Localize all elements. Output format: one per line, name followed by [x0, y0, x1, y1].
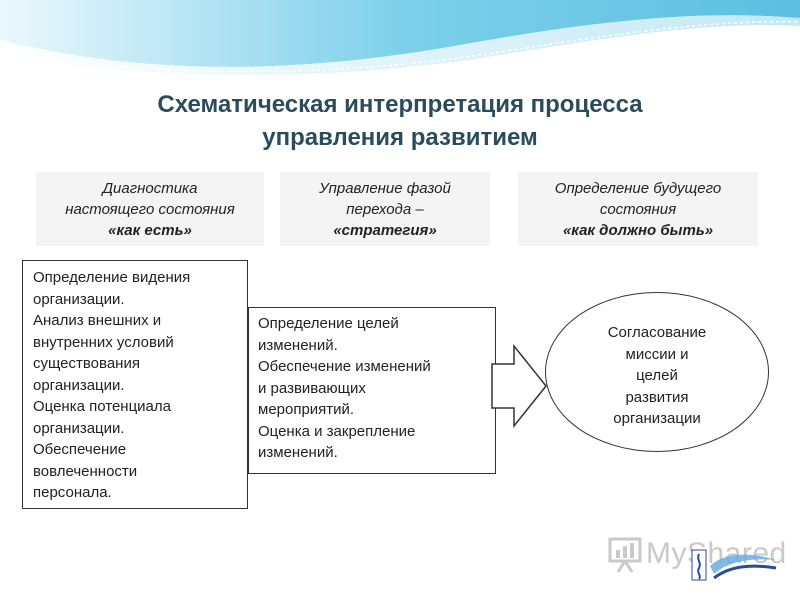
diagnostics-line: вовлеченности [33, 462, 138, 480]
header-2-line-1: Управление фазой [319, 180, 451, 197]
diagnostics-line: Анализ внешних и [33, 312, 162, 329]
diagnostics-line: персонала. [33, 484, 112, 501]
ellipse-line: организации [613, 410, 701, 427]
ellipse-line: развития [625, 388, 689, 406]
slide-title: Схематическая интерпретация процесса упр… [40, 88, 760, 154]
diagnostics-line: внутренних условий [33, 333, 174, 351]
header-1-line-2: настоящего состояния [65, 201, 235, 218]
header-3-line-2: состояния [599, 201, 677, 218]
goal-ellipse [545, 292, 769, 452]
strategy-line: изменений. [258, 444, 338, 461]
header-2-strong: «стратегия» [333, 222, 437, 239]
ellipse-line: целей [636, 367, 678, 384]
diagnostics-line: Определение видения [33, 269, 191, 286]
title-line-2: управления развитием [262, 124, 538, 151]
header-transition-phase: Управление фазой перехода – «стратегия» [280, 172, 490, 246]
strategy-line: Обеспечение изменений [258, 358, 431, 375]
strategy-box: Определение целей изменений. Обеспечение… [248, 307, 496, 474]
header-current-state: Диагностика настоящего состояния «как ес… [36, 172, 264, 246]
header-3-line-1: Определение будущего [554, 180, 722, 197]
strategy-line: и развивающих [258, 379, 366, 397]
goal-ellipse-text: Согласование миссии и целей развития орг… [545, 322, 769, 430]
ellipse-line: миссии и [625, 345, 689, 363]
strategy-line: Определение целей [258, 315, 399, 332]
header-future-state: Определение будущего состояния «как долж… [518, 172, 758, 246]
decorative-wave-banner [0, 0, 800, 90]
header-1-strong: «как есть» [108, 222, 192, 239]
diagnostics-line: организации. [33, 290, 125, 308]
header-2-line-2: перехода – [346, 201, 424, 218]
diagnostics-line: существования [33, 355, 140, 372]
diagnostics-box: Определение видения организации. Анализ … [22, 260, 248, 509]
strategy-line: мероприятий. [258, 401, 355, 418]
watermark-presentation-icon [608, 537, 642, 573]
block-arrow-right [491, 343, 547, 429]
diagnostics-line: организации. [33, 419, 125, 437]
header-3-strong: «как должно быть» [562, 222, 714, 239]
diagnostics-line: Обеспечение [33, 441, 127, 458]
header-1-line-1: Диагностика [102, 180, 198, 197]
diagnostics-line: организации. [33, 376, 125, 394]
diagnostics-line: Оценка потенциала [33, 398, 171, 415]
university-logo [691, 549, 777, 581]
title-line-1: Схематическая интерпретация процесса [157, 91, 643, 118]
strategy-line: изменений. [258, 336, 338, 354]
ellipse-line: Согласование [607, 324, 707, 341]
strategy-line: Оценка и закрепление [258, 422, 416, 440]
